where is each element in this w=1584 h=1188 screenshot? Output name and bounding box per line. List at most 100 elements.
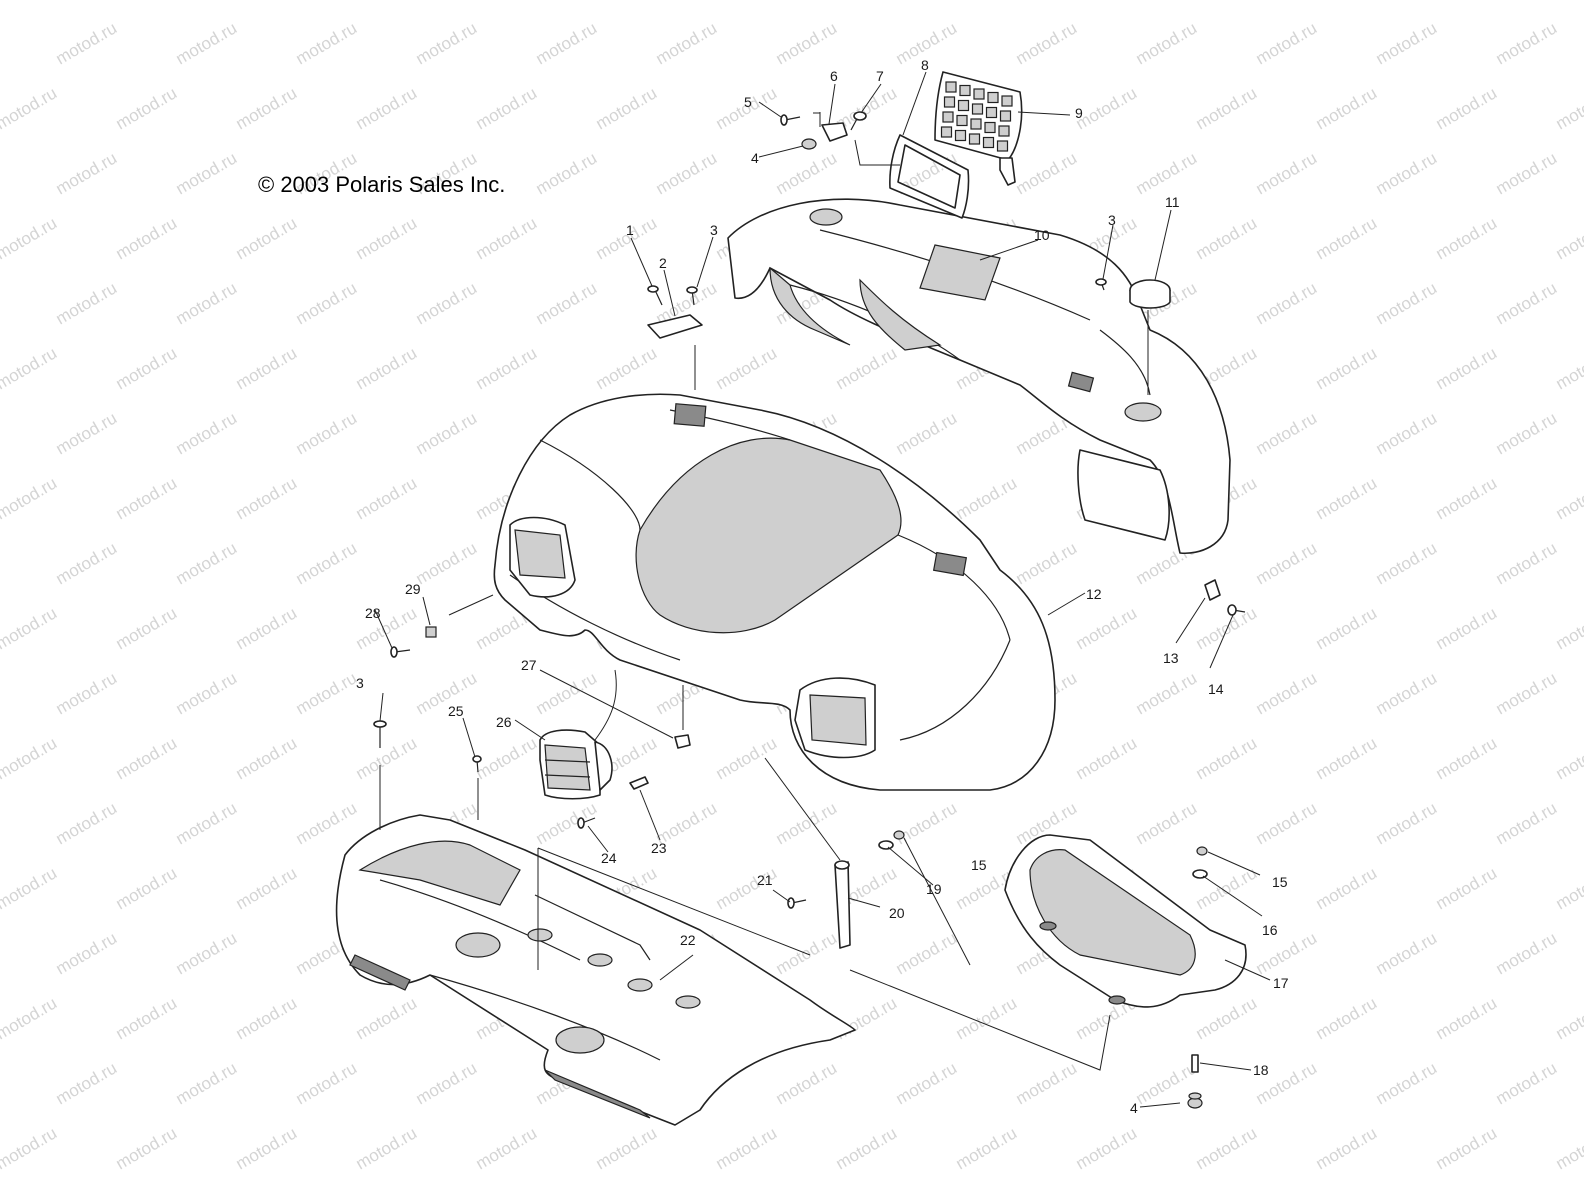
callout-1: 1 [626,222,634,238]
part-front-cab [493,393,1056,791]
watermark-text: motod.ru [1253,278,1321,328]
callout-12: 12 [1086,586,1102,602]
callout-24: 24 [601,850,617,866]
watermark-text: motod.ru [1433,213,1501,263]
watermark-text: motod.ru [533,18,601,68]
watermark-text: motod.ru [173,928,241,978]
watermark-text: motod.ru [953,993,1021,1043]
watermark-text: motod.ru [593,83,661,133]
watermark-text: motod.ru [713,1123,781,1173]
watermark-text: motod.ru [113,343,181,393]
callout-13: 13 [1163,650,1179,666]
grille-cell [985,106,998,119]
grille-cell [959,84,971,97]
watermark-text: motod.ru [473,83,541,133]
watermark-text: motod.ru [233,0,301,3]
copyright-text: © 2003 Polaris Sales Inc. [258,172,505,197]
watermark-text: motod.ru [1553,993,1584,1043]
watermark-text: motod.ru [473,213,541,263]
watermark-text: motod.ru [293,668,361,718]
watermark-text: motod.ru [1433,0,1501,3]
watermark-text: motod.ru [1373,668,1441,718]
watermark-text: motod.ru [113,733,181,783]
callout-6: 6 [830,68,838,84]
watermark-text: motod.ru [1433,83,1501,133]
watermark-text: motod.ru [173,1058,241,1108]
watermark-text: motod.ru [1073,0,1141,3]
watermark-text: motod.ru [1493,148,1561,198]
callout-3: 3 [356,675,364,691]
watermark-text: motod.ru [1313,343,1381,393]
watermark-text: motod.ru [293,278,361,328]
watermark-text: motod.ru [53,408,121,458]
watermark-text: motod.ru [1193,0,1261,3]
watermark-text: motod.ru [0,1123,60,1173]
watermark-text: motod.ru [1073,603,1141,653]
callout-21: 21 [757,872,773,888]
part-headlight [539,729,613,800]
watermark-text: motod.ru [413,1058,481,1108]
watermark-text: motod.ru [713,343,781,393]
watermark-text: motod.ru [1313,83,1381,133]
callout-2: 2 [659,255,667,271]
watermark-text: motod.ru [353,213,421,263]
watermark-text: motod.ru [413,408,481,458]
watermark-text: motod.ru [1373,18,1441,68]
watermark-text: motod.ru [0,343,60,393]
watermark-text: motod.ru [113,1123,181,1173]
callout-17: 17 [1273,975,1289,991]
watermark-text: motod.ru [233,473,301,523]
watermark-text: motod.ru [293,538,361,588]
watermark-text: motod.ru [0,993,60,1043]
watermark-text: motod.ru [1373,538,1441,588]
watermark-text: motod.ru [113,603,181,653]
watermark-text: motod.ru [893,408,961,458]
watermark-text: motod.ru [473,733,541,783]
watermark-text: motod.ru [1433,473,1501,523]
watermark-text: motod.ru [0,473,60,523]
part-cap [1129,279,1171,309]
watermark-text: motod.ru [1553,863,1584,913]
watermark-text: motod.ru [293,408,361,458]
watermark-text: motod.ru [1313,993,1381,1043]
callout-23: 23 [651,840,667,856]
watermark-text: motod.ru [0,213,60,263]
watermark-text: motod.ru [1313,473,1381,523]
watermark-text: motod.ru [593,0,661,3]
callout-14: 14 [1208,681,1224,697]
watermark-text: motod.ru [1013,1058,1081,1108]
watermark-text: motod.ru [1313,603,1381,653]
watermark-text: motod.ru [1073,1123,1141,1173]
watermark-text: motod.ru [1013,148,1081,198]
watermark-text: motod.ru [1013,18,1081,68]
callout-11: 11 [1165,194,1180,210]
watermark-text: motod.ru [1553,83,1584,133]
watermark-text: motod.ru [233,343,301,393]
watermark-text: motod.ru [473,1123,541,1173]
callout-4: 4 [1130,1100,1138,1116]
watermark-text: motod.ru [653,18,721,68]
watermark-text: motod.ru [233,993,301,1043]
grille-cell [968,133,981,145]
watermark-text: motod.ru [0,83,60,133]
watermark-text: motod.ru [1253,18,1321,68]
watermark-text: motod.ru [953,1123,1021,1173]
watermark-text: motod.ru [593,343,661,393]
watermark-text: motod.ru [113,993,181,1043]
watermark-text: motod.ru [1133,148,1201,198]
watermark-text: motod.ru [1553,603,1584,653]
callout-22: 22 [680,932,696,948]
watermark-text: motod.ru [353,343,421,393]
grille-cell [970,118,982,130]
watermark-text: motod.ru [113,213,181,263]
watermark-text: motod.ru [173,538,241,588]
watermark-text: motod.ru [113,83,181,133]
callout-28: 28 [365,605,381,621]
grille-cell [1001,95,1013,107]
grille-cell [956,114,968,127]
watermark-text: motod.ru [1313,213,1381,263]
watermark-text: motod.ru [173,148,241,198]
grille-cell [954,129,967,142]
grille-cell [999,110,1012,122]
callout-19: 19 [926,881,942,897]
